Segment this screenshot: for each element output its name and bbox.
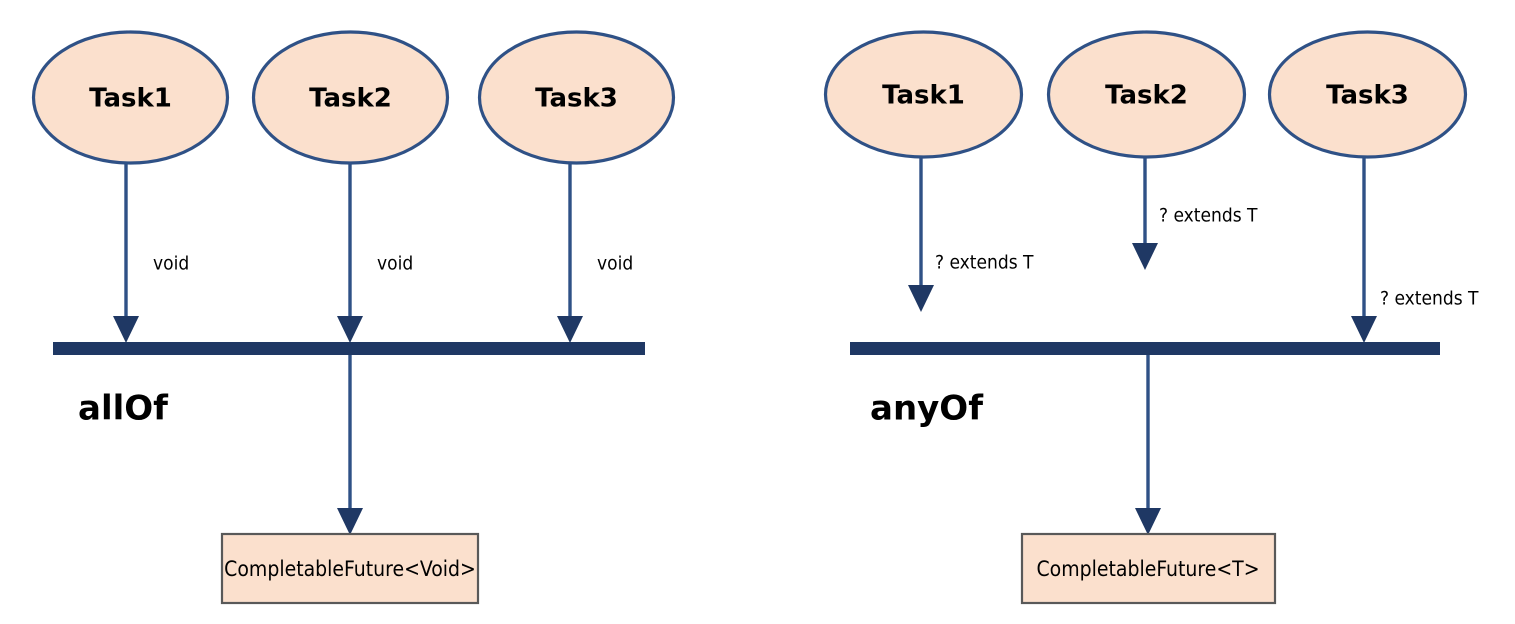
- allof-result-label: CompletableFuture<Void>: [224, 557, 476, 581]
- anyof-edge-2-label: ? extends T: [1159, 205, 1258, 227]
- allof-task-node-2[interactable]: Task2: [251, 30, 450, 165]
- allof-result-box[interactable]: CompletableFuture<Void>: [220, 532, 480, 605]
- ellipse-shape: [1267, 30, 1468, 159]
- anyof-task-node-1-label: Task1: [882, 81, 965, 111]
- allof-edge-1-label: void: [153, 253, 189, 275]
- arrowhead-icon: [1132, 243, 1158, 270]
- anyof-edge-3-label: ? extends T: [1380, 288, 1479, 310]
- allof-edge-3: void: [557, 163, 633, 343]
- anyof-edge-1-label: ? extends T: [935, 252, 1034, 274]
- arrowhead-icon: [1351, 316, 1377, 343]
- anyof-result-box[interactable]: CompletableFuture<T>: [1020, 532, 1277, 605]
- anyof-edge-3: ? extends T: [1351, 157, 1479, 343]
- anyof-edge-2: ? extends T: [1132, 157, 1258, 270]
- arrowhead-icon: [908, 285, 934, 312]
- allof-task-node-1[interactable]: Task1: [31, 30, 230, 165]
- arrowhead-icon: [337, 508, 363, 535]
- allof-edge-2-label: void: [377, 253, 413, 275]
- allof-task-node-3-label: Task3: [535, 84, 618, 114]
- allof-edge-1: void: [113, 163, 189, 343]
- allof-edge-2: void: [337, 163, 413, 343]
- allof-operation-label: allOf: [78, 389, 169, 429]
- anyof-task-node-1[interactable]: Task1: [823, 30, 1024, 159]
- anyof-task-node-2-label: Task2: [1105, 81, 1188, 111]
- arrowhead-icon: [337, 316, 363, 343]
- arrowhead-icon: [557, 316, 583, 343]
- arrowhead-icon: [1135, 508, 1161, 535]
- anyof-task-node-2[interactable]: Task2: [1046, 30, 1247, 159]
- allof-result-edge: [337, 355, 363, 535]
- anyof-task-node-3[interactable]: Task3: [1267, 30, 1468, 159]
- allof-task-node-3[interactable]: Task3: [477, 30, 676, 165]
- anyof-join-bar: [850, 342, 1440, 355]
- allof-task-node-1-label: Task1: [89, 84, 172, 114]
- anyof-result-edge: [1135, 355, 1161, 535]
- allof-edge-3-label: void: [597, 253, 633, 275]
- anyof-operation-label: anyOf: [870, 389, 984, 429]
- result-box-shape: [220, 532, 480, 605]
- ellipse-shape: [477, 30, 676, 165]
- allof-join-bar: [53, 342, 645, 355]
- anyof-result-label: CompletableFuture<T>: [1036, 557, 1259, 581]
- anyof-edge-1: ? extends T: [908, 157, 1034, 312]
- allof-task-node-2-label: Task2: [309, 84, 392, 114]
- arrowhead-icon: [113, 316, 139, 343]
- ellipse-shape: [823, 30, 1024, 159]
- ellipse-shape: [31, 30, 230, 165]
- anyof-task-node-3-label: Task3: [1326, 81, 1409, 111]
- result-box-shape: [1020, 532, 1277, 605]
